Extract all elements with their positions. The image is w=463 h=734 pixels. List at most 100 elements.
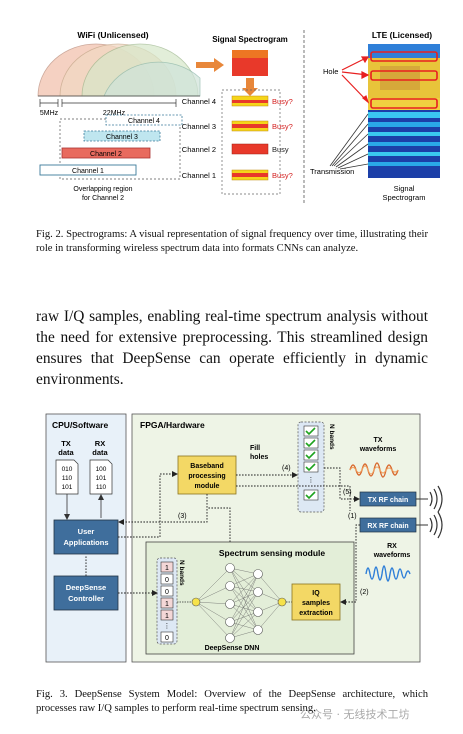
step-3-label: (3) xyxy=(178,513,187,520)
deepsense-dnn-graphic xyxy=(177,563,292,643)
stack-channel-4-label: Channel 4 xyxy=(128,118,160,125)
rx-waveforms-label-1: RX xyxy=(387,543,397,550)
stack-channel-2-label: Channel 2 xyxy=(90,151,122,158)
rx-waveform-graphic xyxy=(365,565,411,582)
row-channel-4-status: Busy? xyxy=(272,97,293,106)
rx-bits-1: 100 xyxy=(96,466,107,473)
hole-label: Hole xyxy=(323,67,338,76)
controller-label-2: Controller xyxy=(68,594,104,603)
bandwidth-markers: 5MHz 22MHz xyxy=(39,99,177,117)
rx-data-label-1: RX xyxy=(95,439,105,448)
svg-text:⋮: ⋮ xyxy=(164,623,171,630)
user-applications-box xyxy=(53,519,119,555)
band-bit-1: 1 xyxy=(165,565,169,572)
rx-bits-2: 101 xyxy=(96,475,107,482)
tx-waveforms-label-2: waveforms xyxy=(359,446,397,453)
tx-data-label-2: data xyxy=(58,448,74,457)
dnn-label: DeepSense DNN xyxy=(205,645,260,652)
transmission-label: Transmission xyxy=(310,167,354,176)
cpu-title: CPU/Software xyxy=(52,420,108,430)
iq-extraction-box xyxy=(291,583,341,621)
band-bit-2: 0 xyxy=(165,577,169,584)
figure-2-caption: Fig. 2. Spectrograms: A visual represent… xyxy=(36,229,428,254)
step-1-label: (1) xyxy=(348,513,357,520)
baseband-label-1: Baseband xyxy=(190,463,223,470)
wifi-channel-arcs xyxy=(37,43,201,97)
band-bit-4: 1 xyxy=(165,601,169,608)
band-checklist: ⋮ xyxy=(297,421,325,513)
tx-data-label-1: TX xyxy=(61,439,71,448)
fill-holes-label-1: Fill xyxy=(250,445,260,452)
fpga-title: FPGA/Hardware xyxy=(140,420,205,430)
rx-rf-chain-label: RX RF chain xyxy=(367,523,408,530)
bw-5mhz-label: 5MHz xyxy=(40,110,59,117)
wifi-title: WiFi (Unlicensed) xyxy=(77,30,148,40)
rx-waveforms-label-2: waveforms xyxy=(373,552,411,559)
channel-stack: Channel 4 Channel 3 Channel 2 Channel 1 xyxy=(39,114,183,176)
band-bit-6: 0 xyxy=(165,635,169,642)
deepsense-controller-box xyxy=(53,575,119,611)
iq-label-2: samples xyxy=(302,600,330,607)
user-apps-label-1: User xyxy=(78,527,95,536)
stack-channel-3 xyxy=(83,130,161,142)
tx-waveforms-label-1: TX xyxy=(374,437,383,444)
baseband-label-3: module xyxy=(195,483,220,490)
svg-text:⋮: ⋮ xyxy=(308,477,315,484)
n-bands-top-label: N bands xyxy=(328,424,335,450)
rx-data-doc: 100 101 110 xyxy=(89,459,113,495)
band-bit-3: 0 xyxy=(165,589,169,596)
stack-channel-3-label: Channel 3 xyxy=(106,134,138,141)
row-channel-3-label: Channel 3 xyxy=(182,122,216,131)
hole-arrows xyxy=(341,56,370,104)
figure-3: CPU/Software FPGA/Hardware TX data RX da… xyxy=(45,413,443,663)
flow-arrows xyxy=(85,467,360,603)
band-bit-5: 1 xyxy=(165,613,169,620)
row-channel-2-status: Busy xyxy=(272,145,289,154)
overlap-note-2: for Channel 2 xyxy=(82,195,124,202)
stack-channel-1 xyxy=(39,164,137,176)
bw-22mhz-label: 22MHz xyxy=(103,110,126,117)
rx-bits-3: 110 xyxy=(96,484,107,491)
row-channel-4-label: Channel 4 xyxy=(182,97,216,106)
step-4-label: (4) xyxy=(282,465,291,472)
figure-2: WiFi (Unlicensed) 5MHz 22MHz Channel 4 C… xyxy=(37,30,440,205)
lte-title: LTE (Licensed) xyxy=(372,30,432,40)
arrow-heads xyxy=(118,471,360,605)
n-bands-side-label: N bands xyxy=(178,560,185,586)
band-bit-column: 1 0 0 1 1 ⋮ 0 xyxy=(156,557,178,645)
figure-3-caption: Fig. 3. DeepSense System Model: Overview… xyxy=(36,689,428,714)
row-channel-3-status: Busy? xyxy=(272,122,293,131)
fill-holes-label-2: holes xyxy=(250,454,268,461)
baseband-box xyxy=(177,455,237,495)
tx-rf-chain-label: TX RF chain xyxy=(368,497,408,504)
lte-caption-2: Spectrogram xyxy=(383,193,426,202)
tx-waveform-graphic xyxy=(349,462,399,478)
row-channel-1-label: Channel 1 xyxy=(182,171,216,180)
tx-data-doc: 010 110 101 xyxy=(55,459,79,495)
overlap-note-1: Overlapping region xyxy=(73,186,132,193)
watermark: 公众号 · 无线技术工坊 xyxy=(300,708,410,721)
row-channel-2-bar xyxy=(231,143,269,155)
lte-caption-1: Signal xyxy=(394,184,415,193)
tx-bits-3: 101 xyxy=(62,484,73,491)
sensing-title: Spectrum sensing module xyxy=(219,548,326,558)
lte-spectrogram xyxy=(368,44,440,178)
tx-antenna-icon xyxy=(416,485,443,513)
step-2-label: (2) xyxy=(360,589,369,596)
stack-channel-1-label: Channel 1 xyxy=(72,168,104,175)
iq-label-1: IQ xyxy=(312,590,320,597)
rx-antenna-icon xyxy=(416,511,443,539)
controller-label-1: DeepSense xyxy=(66,583,106,592)
row-channel-1-status: Busy? xyxy=(272,171,293,180)
spectrogram-title: Signal Spectrogram xyxy=(212,35,288,44)
row-channel-2-label: Channel 2 xyxy=(182,145,216,154)
tx-bits-2: 110 xyxy=(62,475,73,482)
tx-bits-1: 010 xyxy=(62,466,73,473)
stack-channel-4 xyxy=(105,114,183,126)
body-paragraph: raw I/Q samples, enabling real-time spec… xyxy=(36,308,428,388)
iq-label-3: extraction xyxy=(299,610,332,617)
user-apps-label-2: Applications xyxy=(63,538,108,547)
transmission-arrows xyxy=(329,113,369,170)
step-5-label: (5) xyxy=(343,489,352,496)
channel-rows: Channel 4 Busy? Channel 3 Busy? Channel … xyxy=(182,95,293,181)
